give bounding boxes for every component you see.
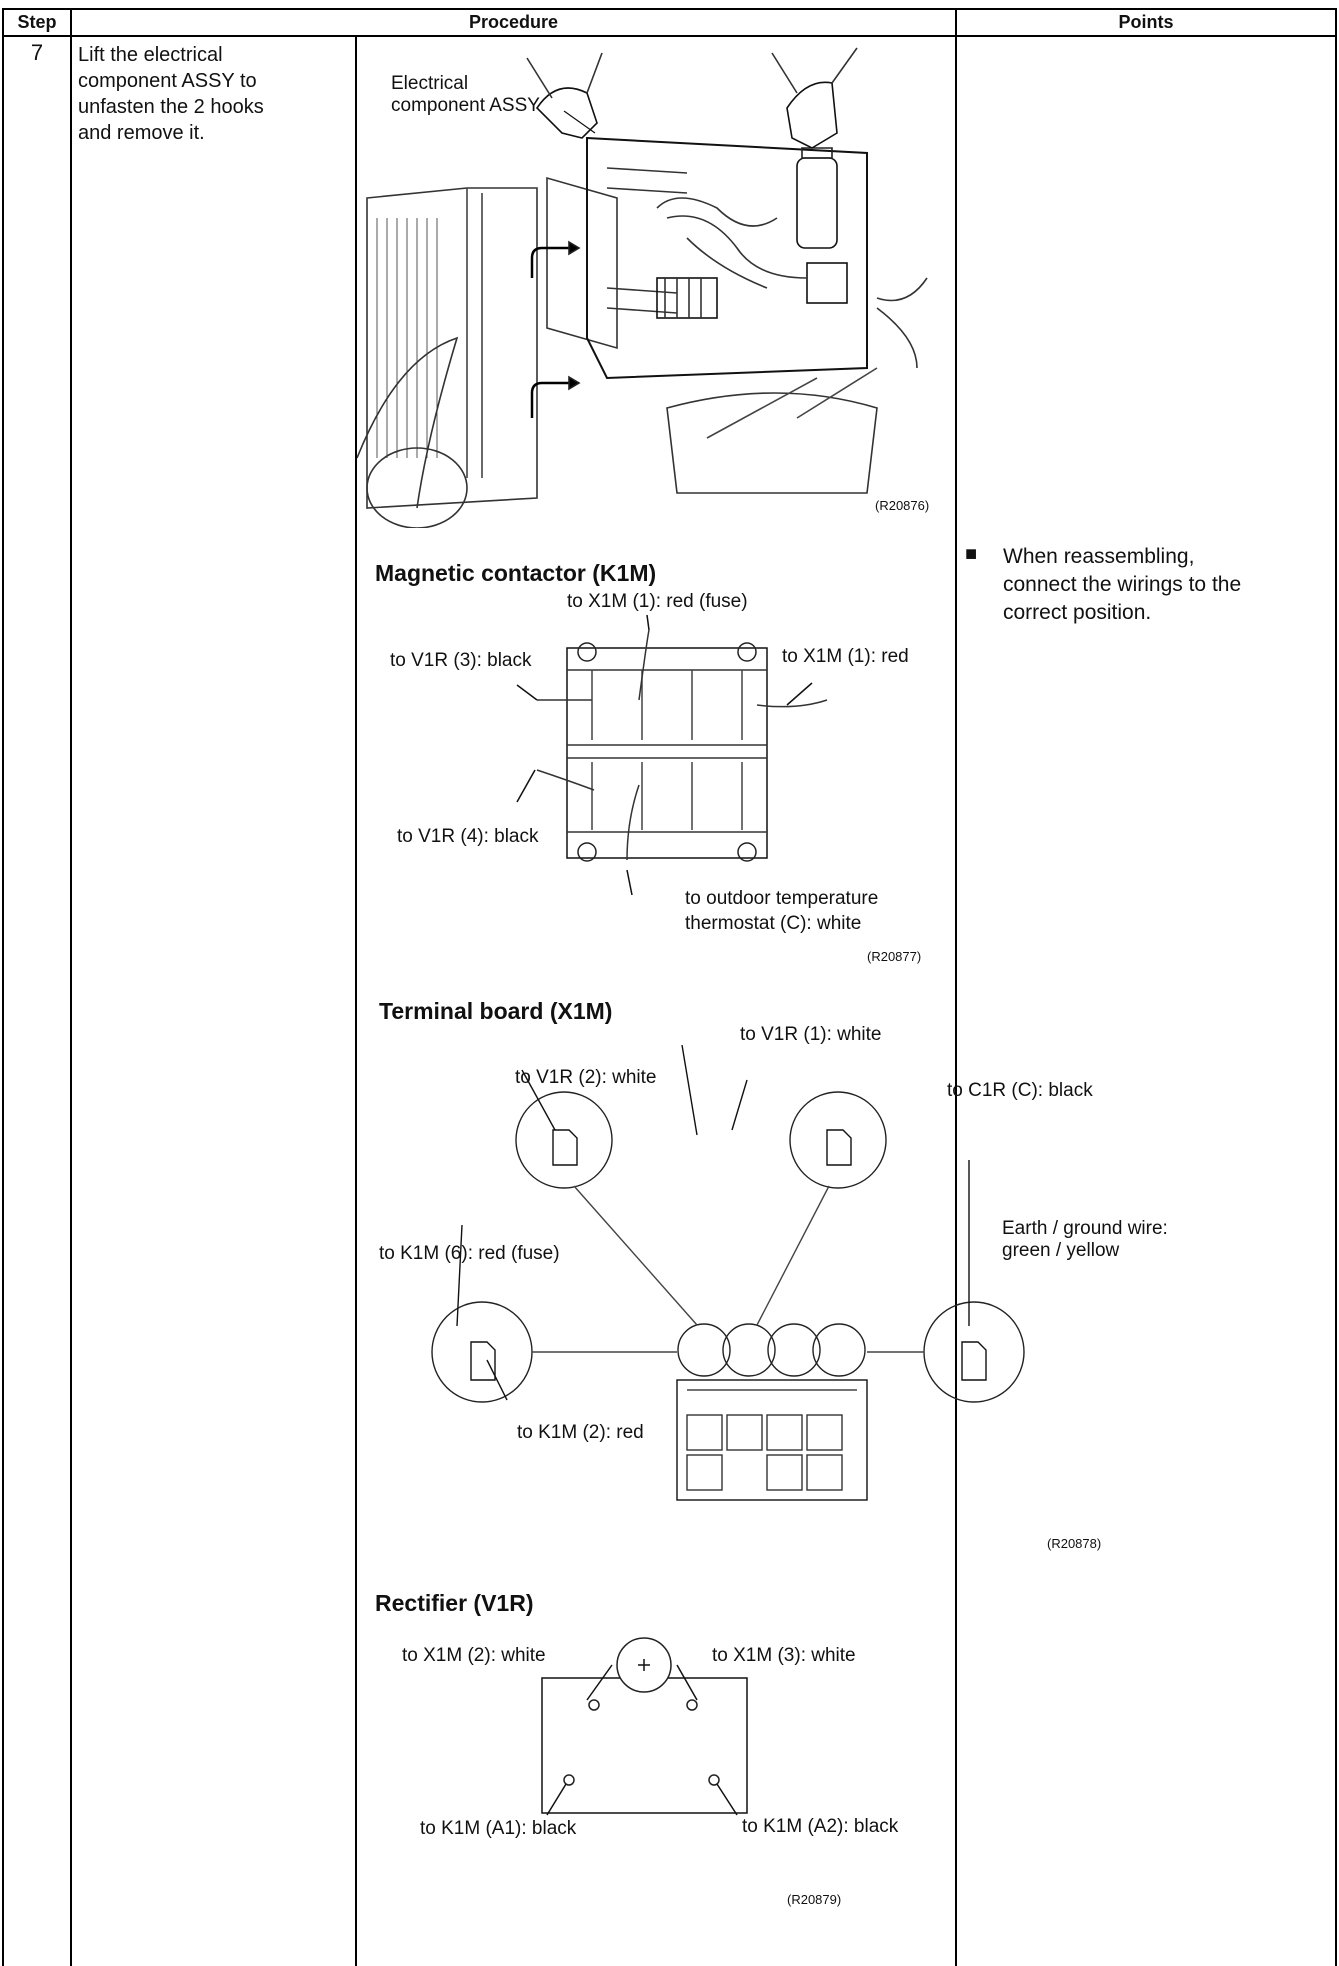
rectifier-title: Rectifier (V1R) bbox=[375, 1590, 534, 1616]
points-line-3: correct position. bbox=[1003, 601, 1152, 624]
terminal-label-v1r2: to V1R (2): white bbox=[515, 1067, 657, 1088]
procedure-left-divider bbox=[355, 36, 357, 1966]
thermostat-line-1: to outdoor temperature bbox=[685, 888, 879, 909]
contactor-label-x1m-fuse: to X1M (1): red (fuse) bbox=[567, 591, 748, 612]
figure-ref-r20878: (R20878) bbox=[1047, 1536, 1102, 1551]
assy-label-line-2: component ASSY bbox=[391, 95, 540, 116]
figure-electrical-assy: Electrical component ASSY (R20876) bbox=[356, 38, 955, 529]
assy-label: Electrical component ASSY bbox=[391, 73, 540, 117]
step-number: 7 bbox=[30, 40, 44, 65]
points-line-2: connect the wirings to the bbox=[1003, 573, 1242, 596]
terminal-label-k1m2: to K1M (2): red bbox=[517, 1422, 644, 1443]
terminal-label-v1r1: to V1R (1): white bbox=[740, 1024, 882, 1045]
rectifier-label-x1m3: to X1M (3): white bbox=[712, 1645, 856, 1666]
step-divider bbox=[70, 8, 72, 1966]
step-description: Lift the electrical component ASSY to un… bbox=[78, 42, 264, 146]
contactor-label-thermostat: to outdoor temperature thermostat (C): w… bbox=[685, 886, 878, 936]
header-procedure: Procedure bbox=[468, 12, 559, 32]
step-line-3: unfasten the 2 hooks bbox=[78, 96, 264, 118]
earth-line-1: Earth / ground wire: bbox=[1002, 1218, 1168, 1239]
terminal-title: Terminal board (X1M) bbox=[379, 998, 613, 1024]
rectifier-label-a2: to K1M (A2): black bbox=[742, 1816, 899, 1837]
figure-ref-r20877: (R20877) bbox=[867, 949, 922, 964]
earth-line-2: green / yellow bbox=[1002, 1240, 1120, 1261]
points-text: When reassembling, connect the wirings t… bbox=[1003, 543, 1241, 627]
contactor-label-v1r4: to V1R (4): black bbox=[397, 826, 539, 847]
header-points: Points bbox=[1118, 12, 1174, 32]
terminal-label-earth: Earth / ground wire: green / yellow bbox=[1002, 1218, 1168, 1262]
rectifier-label-a1: to K1M (A1): black bbox=[420, 1818, 577, 1839]
step-line-1: Lift the electrical bbox=[78, 44, 223, 66]
rectifier-label-x1m2: to X1M (2): white bbox=[402, 1645, 546, 1666]
thermostat-line-2: thermostat (C): white bbox=[685, 913, 862, 934]
rectifier-diagram bbox=[541, 1637, 748, 1816]
header-step: Step bbox=[17, 12, 57, 32]
terminal-label-k1m6: to K1M (6): red (fuse) bbox=[379, 1243, 560, 1264]
right-border bbox=[1335, 8, 1337, 1966]
bullet-square: ■ bbox=[965, 543, 978, 565]
step-line-2: component ASSY to bbox=[78, 70, 257, 92]
assy-label-line-1: Electrical bbox=[391, 73, 469, 94]
points-line-1: When reassembling, bbox=[1003, 545, 1195, 568]
contactor-diagram bbox=[516, 614, 828, 896]
figure-ref-r20876: (R20876) bbox=[875, 498, 930, 513]
assy-illustration bbox=[356, 47, 928, 529]
contactor-label-v1r3: to V1R (3): black bbox=[390, 650, 532, 671]
terminal-label-c1r: to C1R (C): black bbox=[947, 1080, 1093, 1101]
terminal-diagram bbox=[431, 1044, 1025, 1501]
figure-terminal-board: Terminal board (X1M) bbox=[357, 990, 1337, 1560]
figure-rectifier: Rectifier (V1R) to X1M (2): white to X1M… bbox=[357, 1570, 955, 1960]
figure-ref-r20879: (R20879) bbox=[787, 1892, 842, 1907]
contactor-title: Magnetic contactor (K1M) bbox=[375, 560, 657, 586]
step-line-4: and remove it. bbox=[78, 122, 205, 144]
contactor-label-x1m-red: to X1M (1): red bbox=[782, 646, 909, 667]
points-divider bbox=[955, 8, 957, 1966]
left-border bbox=[2, 8, 4, 1966]
figure-magnetic-contactor: Magnetic contactor (K1M) to X1M (1): red… bbox=[357, 540, 955, 970]
header-bottom-border bbox=[2, 35, 1337, 37]
table-top-border bbox=[2, 8, 1337, 10]
